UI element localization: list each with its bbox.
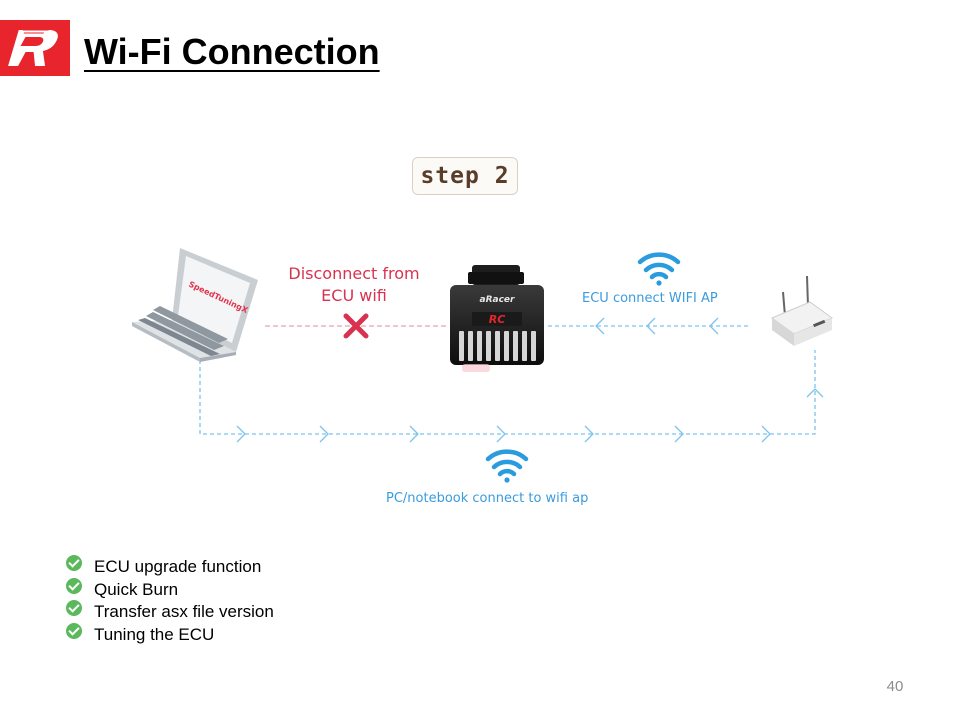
list-item: Tuning the ECU — [66, 622, 274, 647]
feature-label: Tuning the ECU — [94, 624, 215, 644]
wifi-icon-pc — [485, 449, 529, 483]
list-item: Transfer asx file version — [66, 600, 274, 624]
feature-label: Quick Burn — [94, 579, 179, 599]
pc-connect-label: PC/notebook connect to wifi ap — [386, 491, 589, 506]
pc-route-line — [199, 350, 816, 435]
list-item: Quick Burn — [66, 577, 274, 602]
list-item: ECU upgrade function — [66, 555, 274, 579]
ecu-route-arrows — [595, 317, 719, 335]
laptop-icon: SpeedTuningX — [132, 248, 258, 362]
slide-title: Wi-Fi Connection — [84, 31, 380, 72]
feature-label: ECU upgrade function — [94, 557, 262, 576]
brand-logo — [0, 20, 70, 76]
ecu-connect-label: ECU connect WIFI AP — [582, 291, 718, 306]
feature-list: ECU upgrade function Quick Burn Transfer… — [66, 555, 274, 647]
svg-text:RC: RC — [489, 313, 506, 326]
pc-route-arrows — [236, 388, 824, 443]
router-icon — [770, 275, 834, 346]
ecu-device-icon: aRacer RC — [450, 265, 544, 372]
check-icon — [66, 577, 82, 594]
step-badge: step 2 — [412, 157, 518, 195]
wifi-icon-ecu — [637, 252, 681, 286]
check-icon — [66, 555, 82, 571]
check-icon — [66, 622, 82, 639]
svg-text:aRacer: aRacer — [480, 295, 516, 305]
disconnect-label: Disconnect from ECU wifi — [288, 264, 420, 305]
disconnect-x-icon — [343, 313, 369, 339]
check-icon — [66, 600, 82, 616]
page-number: 40 — [886, 678, 904, 695]
feature-label: Transfer asx file version — [94, 602, 274, 621]
